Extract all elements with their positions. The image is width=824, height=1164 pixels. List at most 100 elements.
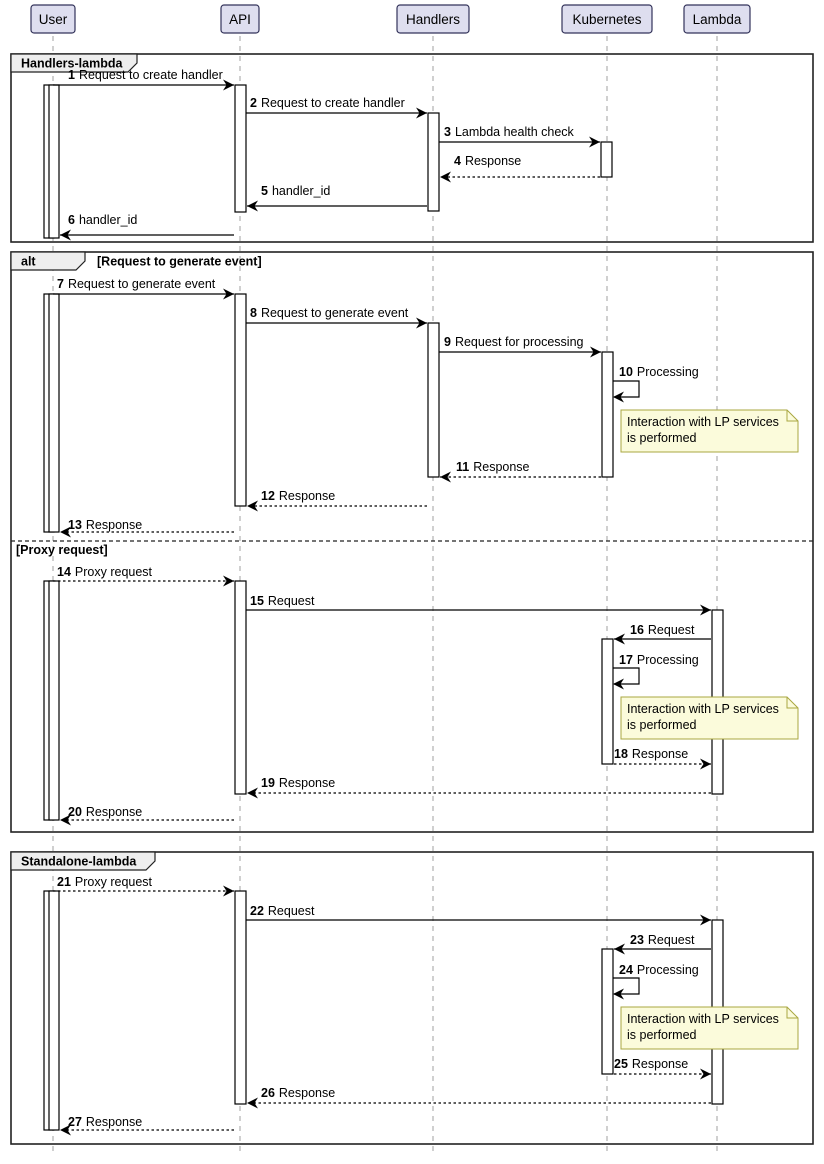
act-lambda-1 bbox=[600, 141, 613, 178]
message-23: 23 Request bbox=[614, 933, 711, 955]
message-number: 17 bbox=[619, 653, 633, 667]
message-text: Response bbox=[632, 1057, 688, 1071]
message-number: 20 bbox=[68, 805, 82, 819]
arrow-head bbox=[60, 1124, 71, 1136]
message-number: 10 bbox=[619, 365, 633, 379]
arrow-head bbox=[589, 136, 600, 148]
arrow-head bbox=[247, 500, 258, 512]
message-text: Processing bbox=[637, 963, 699, 977]
arrow-head bbox=[590, 346, 601, 358]
participant-label: User bbox=[39, 12, 68, 27]
arrow-head bbox=[247, 200, 258, 212]
message-10: 10 Processing bbox=[613, 365, 699, 403]
arrow-head bbox=[700, 1068, 711, 1080]
frame-border bbox=[10, 53, 814, 243]
note-fold-icon bbox=[786, 1007, 798, 1019]
message-label: 10 Processing bbox=[619, 365, 699, 379]
message-text: handler_id bbox=[79, 213, 137, 227]
message-7: 7 Request to generate event bbox=[53, 277, 234, 300]
participant-label: Handlers bbox=[406, 12, 460, 27]
message-number: 13 bbox=[68, 518, 82, 532]
participant-handlers[interactable]: Handlers bbox=[396, 4, 470, 34]
message-text: Response bbox=[279, 489, 335, 503]
message-number: 7 bbox=[57, 277, 64, 291]
message-number: 23 bbox=[630, 933, 644, 947]
participant-box[interactable] bbox=[220, 4, 260, 34]
participant-user[interactable]: User bbox=[30, 4, 76, 34]
participant-box[interactable] bbox=[683, 4, 751, 34]
message-text: Request bbox=[268, 594, 315, 608]
arrow-head bbox=[60, 526, 71, 538]
act-handlers-1 bbox=[427, 112, 440, 212]
act-handlers-2 bbox=[427, 322, 440, 478]
message-line bbox=[613, 977, 640, 995]
message-number: 4 bbox=[454, 154, 461, 168]
frame-condition: [Request to generate event] bbox=[97, 255, 262, 269]
message-4: 4 Response bbox=[440, 154, 600, 183]
message-number: 19 bbox=[261, 776, 275, 790]
act-user-3b bbox=[48, 580, 60, 821]
message-text: Lambda health check bbox=[455, 125, 575, 139]
message-number: 24 bbox=[619, 963, 633, 977]
message-text: Processing bbox=[637, 653, 699, 667]
arrow-head bbox=[613, 391, 624, 403]
message-text: Processing bbox=[637, 365, 699, 379]
frame-title: Standalone-lambda bbox=[21, 855, 137, 869]
participant-box[interactable] bbox=[396, 4, 470, 34]
message-text: Request to generate event bbox=[68, 277, 216, 291]
message-text: Request to create handler bbox=[79, 68, 223, 82]
message-15: 15 Request bbox=[246, 594, 711, 616]
message-text: Request bbox=[268, 904, 315, 918]
participant-box[interactable] bbox=[30, 4, 76, 34]
note-line: Interaction with LP services bbox=[627, 702, 779, 716]
arrow-head bbox=[223, 288, 234, 300]
else-proxy-request: [Proxy request] bbox=[11, 540, 813, 557]
message-text: Response bbox=[465, 154, 521, 168]
arrow-head bbox=[440, 471, 451, 483]
participant-box[interactable] bbox=[561, 4, 653, 34]
act-kube-3 bbox=[601, 638, 614, 765]
message-text: Request bbox=[648, 933, 695, 947]
note-fold-icon bbox=[786, 697, 798, 709]
message-number: 14 bbox=[57, 565, 71, 579]
act-kube-4 bbox=[601, 948, 614, 1075]
message-number: 8 bbox=[250, 306, 257, 320]
arrow-head bbox=[700, 758, 711, 770]
arrow-head bbox=[416, 317, 427, 329]
arrow-head bbox=[613, 988, 624, 1000]
participant-label: Lambda bbox=[693, 12, 742, 27]
message-label: 23 Request bbox=[630, 933, 695, 947]
message-number: 15 bbox=[250, 594, 264, 608]
note-line: Interaction with LP services bbox=[627, 1012, 779, 1026]
participant-api[interactable]: API bbox=[220, 4, 260, 34]
message-text: Response bbox=[86, 518, 142, 532]
arrow-head bbox=[416, 107, 427, 119]
note-body bbox=[620, 1006, 799, 1050]
frame-handlers-lambda: Handlers-lambda bbox=[10, 53, 814, 243]
arrow-head bbox=[614, 943, 625, 955]
message-label: 4 Response bbox=[454, 154, 521, 168]
note-line: is performed bbox=[627, 718, 697, 732]
participant-kubernetes[interactable]: Kubernetes bbox=[561, 4, 653, 34]
frame-alt: alt[Request to generate event] bbox=[10, 251, 814, 833]
participant-lambda[interactable]: Lambda bbox=[683, 4, 751, 34]
